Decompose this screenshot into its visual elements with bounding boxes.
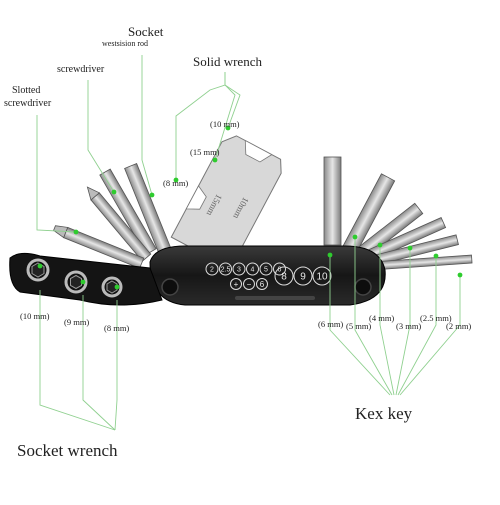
size-marking-3: 3 <box>237 266 241 273</box>
kex-size-2-5mm: (2.5 mm) <box>420 313 452 323</box>
size-marking-6: 6 <box>278 266 282 273</box>
socket-size-8mm: (8 mm) <box>104 323 130 333</box>
kex-key-label: Kex key <box>355 404 413 423</box>
size-marking-ring-10 <box>312 266 332 286</box>
wrench-size-10mm: (10 mm) <box>210 119 240 129</box>
slotted-screwdriver-label-line1: Slotted <box>12 85 41 96</box>
size-marking-2.5: 2.5 <box>221 266 231 273</box>
wrench-size-15mm: (15 mm) <box>190 147 220 157</box>
symbol-ring <box>243 278 255 290</box>
socket-label: Socket <box>128 24 164 39</box>
size-marking-ring-4 <box>246 262 259 276</box>
slotted-screwdriver-label-line2: screwdriver <box>4 98 52 109</box>
marker-dots <box>37 125 463 290</box>
socket-10mm <box>26 258 50 282</box>
socket-sub-label: westsision rod <box>102 39 148 48</box>
wrench-size-8mm: (8 mm) <box>163 178 189 188</box>
size-marking-ring-2 <box>205 262 219 276</box>
size-marking-5: 5 <box>264 266 268 273</box>
socket-wrench <box>9 252 163 306</box>
phillips-screwdriver <box>86 186 152 262</box>
size-marking-ring-5 <box>259 262 273 276</box>
size-marking-ring-6 <box>273 262 286 276</box>
socket-8mm <box>101 276 123 298</box>
symbol-ring <box>230 278 242 290</box>
screwdriver-label: screwdriver <box>57 64 105 75</box>
socket-9mm <box>64 270 88 294</box>
leader-lines <box>36 55 461 431</box>
symbol-marking: − <box>247 280 252 289</box>
size-marking-10: 10 <box>316 272 328 283</box>
size-marking-9: 9 <box>300 272 306 283</box>
kex-size-2mm: (2 mm) <box>446 321 472 331</box>
symbol-marking: 6 <box>260 280 265 289</box>
socket-size-10mm: (10 mm) <box>20 311 50 321</box>
kex-size-3mm: (3 mm) <box>396 321 422 331</box>
size-marking-ring-3 <box>232 262 246 276</box>
size-marking-4: 4 <box>251 266 255 273</box>
size-marking-ring-9 <box>293 266 313 286</box>
symbol-marking: + <box>234 280 239 289</box>
size-marking-ring-8 <box>274 266 294 286</box>
kex-size-4mm: (4 mm) <box>369 313 395 323</box>
size-marking-ring-2.5 <box>219 262 232 276</box>
size-marking-2: 2 <box>210 266 214 273</box>
kex-size-6mm: (6 mm) <box>318 319 344 329</box>
socket-wrench-label: Socket wrench <box>17 441 118 460</box>
size-marking-8: 8 <box>281 272 287 283</box>
socket-size-9mm: (9 mm) <box>64 317 90 327</box>
solid-wrench-label: Solid wrench <box>193 54 262 69</box>
kex-size-5mm: (5 mm) <box>346 321 372 331</box>
hex-key-6mm <box>323 156 342 246</box>
symbol-ring <box>256 278 268 290</box>
